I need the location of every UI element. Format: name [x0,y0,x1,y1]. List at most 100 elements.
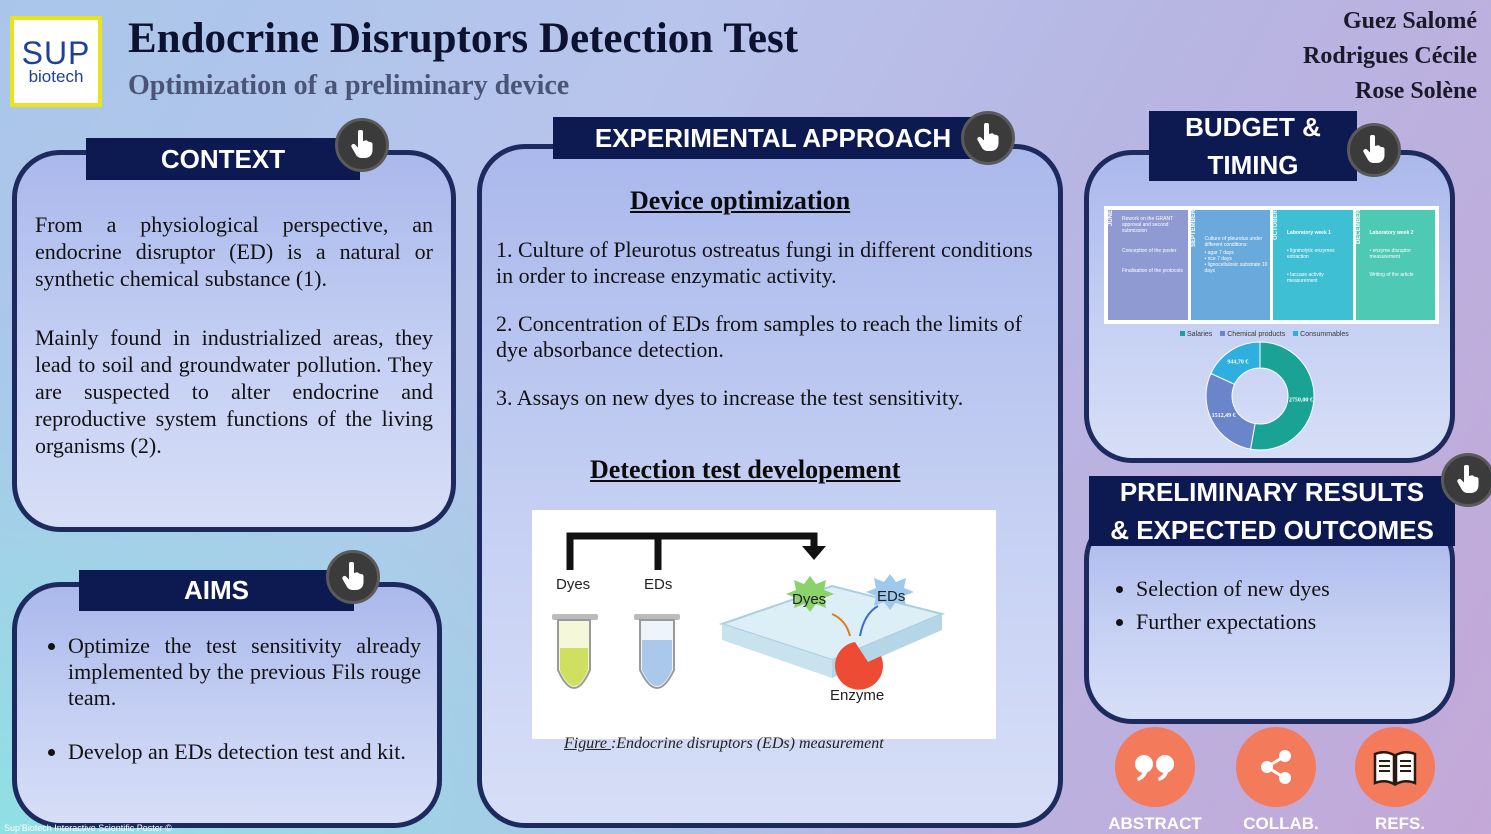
results-title: PRELIMINARY RESULTS & EXPECTED OUTCOMES [1089,476,1455,546]
timeline-column-december: DECEMBER Laboratory week 2 • enzyme disr… [1355,210,1436,320]
donut-slice-chemical-products [1205,372,1256,450]
timeline-column-september: SEPTEMBER Culture of pleurotus under dif… [1190,210,1271,320]
context-paragraph-1: From a physiological perspective, an end… [35,212,433,291]
poster-title: Endocrine Disruptors Detection Test [128,15,799,62]
results-item-1: Selection of new dyes [1136,572,1330,605]
aims-panel [12,582,442,828]
abstract-button[interactable] [1115,727,1195,807]
timeline-line: • ligninolytic enzymes extraction [1287,248,1335,260]
hand-pointer-icon [342,562,364,590]
timeline-line: • lignocellulosic substrate 10 days [1204,262,1268,274]
aims-item-2: Develop an EDs detection test and kit. [68,739,421,765]
donut-slice-salaries [1249,341,1315,451]
legend-item-consumables: Consummables [1293,331,1349,338]
refs-label[interactable]: REFS. [1374,814,1426,833]
experimental-steps: 1. Culture of Pleurotus ostreatus fungi … [496,237,1044,433]
hand-pointer-icon [1457,465,1479,493]
aims-title: AIMS [79,570,354,611]
timeline-month: SEPTEMBER [1190,210,1197,248]
logo-text-top: SUP [21,34,91,71]
budget-title: BUDGET & TIMING [1149,111,1357,181]
budget-donut-chart: 2750,00 € 1512,49 € 944,70 € [1205,341,1315,451]
book-icon [1373,751,1417,786]
detection-figure: Dyes EDs Dyes EDs Enzyme [532,510,996,739]
timeline-column-october: OCTOBER Laboratory week 1 • ligninolytic… [1273,210,1353,320]
results-panel [1084,512,1455,724]
timeline-line: Laboratory week 1 [1287,230,1331,236]
context-paragraph-2: Mainly found in industrialized areas, th… [35,325,433,458]
legend-swatch [1293,331,1299,336]
timeline-line: Culture of pleurotus under different con… [1204,236,1263,248]
timeline-line: Laboratory week 2 [1369,230,1414,236]
timeline-line: Conception of the poster [1122,248,1177,254]
figure-label-dyes: Dyes [556,576,591,593]
figure-label-eds-star: EDs [877,588,906,605]
figure-illustration [552,532,946,690]
author-3: Rose Solène [1355,78,1477,104]
budget-legend: Salaries Chemical products Consummables [1180,331,1355,338]
timeline-body: Culture of pleurotus under different con… [1203,210,1271,320]
logo-text-bottom: biotech [28,66,84,86]
quote-icon [1135,755,1174,781]
context-body: From a physiological perspective, an end… [35,211,433,459]
collab-button[interactable] [1236,727,1316,807]
results-list: Selection of new dyes Further expectatio… [1136,572,1330,638]
timeline-line: Rework on the GRANT approval and second … [1122,216,1174,234]
timeline: JUNE Rework on the GRANT approval and se… [1104,206,1439,324]
legend-label: Salaries [1187,331,1213,338]
legend-swatch [1220,331,1226,336]
timeline-body: Laboratory week 2 • enzyme disruptor mea… [1368,210,1436,320]
budget-tap-button[interactable] [1347,123,1401,177]
legend-label: Consummables [1300,331,1349,338]
experimental-tap-button[interactable] [961,111,1015,165]
figure-label-enzyme: Enzyme [830,687,885,704]
results-item-2: Further expectations [1136,605,1330,638]
aims-tap-button[interactable] [326,550,380,604]
results-tap-button[interactable] [1441,453,1491,507]
step-1: 1. Culture of Pleurotus ostreatus fungi … [496,237,1033,288]
abstract-label[interactable]: ABSTRACT [1108,814,1202,833]
experimental-title: EXPERIMENTAL APPROACH [553,117,993,159]
author-1: Guez Salomé [1343,8,1477,34]
timeline-month: OCTOBER [1273,210,1279,240]
timeline-line: • enzyme disruptor measurement [1369,248,1412,260]
timeline-line: Finalisation of the protocols [1122,268,1183,274]
aims-item-1: Optimize the test sensitivity already im… [68,633,421,711]
legend-item-salaries: Salaries [1180,331,1212,338]
context-title-text: CONTEXT [160,143,286,174]
donut-label: 1512,49 € [1212,413,1236,419]
timeline-line: • agar 7 days [1204,250,1234,256]
author-2: Rodrigues Cécile [1303,43,1477,69]
budget-title-line-2: TIMING [1207,150,1299,180]
donut-label: 2750,00 € [1289,398,1313,404]
legend-item-chemical: Chemical products [1220,331,1285,338]
refs-button[interactable] [1355,727,1435,807]
figure-label-dyes-star: Dyes [792,591,827,608]
results-title-line-2: & EXPECTED OUTCOMES [1110,515,1434,545]
poster-subtitle: Optimization of a preliminary device [128,70,570,101]
figure-label-eds: EDs [644,576,673,593]
hand-pointer-icon [977,123,999,151]
figure-caption-prefix: Figure [564,735,611,752]
donut-slice-consummables [1210,341,1261,385]
context-title: CONTEXT [86,138,360,180]
hand-pointer-icon [1363,135,1385,163]
figure-caption: Figure :Endocrine disruptors (EDs) measu… [564,735,884,753]
timeline-column-june: JUNE Rework on the GRANT approval and se… [1108,210,1188,320]
timeline-line: Writing of the article [1369,272,1414,278]
context-tap-button[interactable] [335,118,389,172]
legend-swatch [1180,331,1185,336]
footer-copyright: Sup'Biotech Interactive Scientific Poste… [4,823,172,833]
aims-title-text: AIMS [184,575,249,605]
device-optimization-heading: Device optimization [630,186,851,215]
donut-label: 944,70 € [1227,359,1248,365]
authors-list: Guez Salomé Rodrigues Cécile Rose Solène [1303,4,1477,109]
hand-pointer-icon [351,130,373,158]
results-title-line-1: PRELIMINARY RESULTS [1119,477,1425,507]
timeline-line: • rice 7 days [1204,256,1232,262]
experimental-title-text: EXPERIMENTAL APPROACH [594,122,952,153]
timeline-body: Laboratory week 1 • ligninolytic enzymes… [1285,210,1353,320]
collab-label[interactable]: COLLAB. [1243,814,1319,833]
figure-caption-text: :Endocrine disruptors (EDs) measurement [610,735,884,752]
timeline-body: Rework on the GRANT approval and second … [1120,210,1188,320]
